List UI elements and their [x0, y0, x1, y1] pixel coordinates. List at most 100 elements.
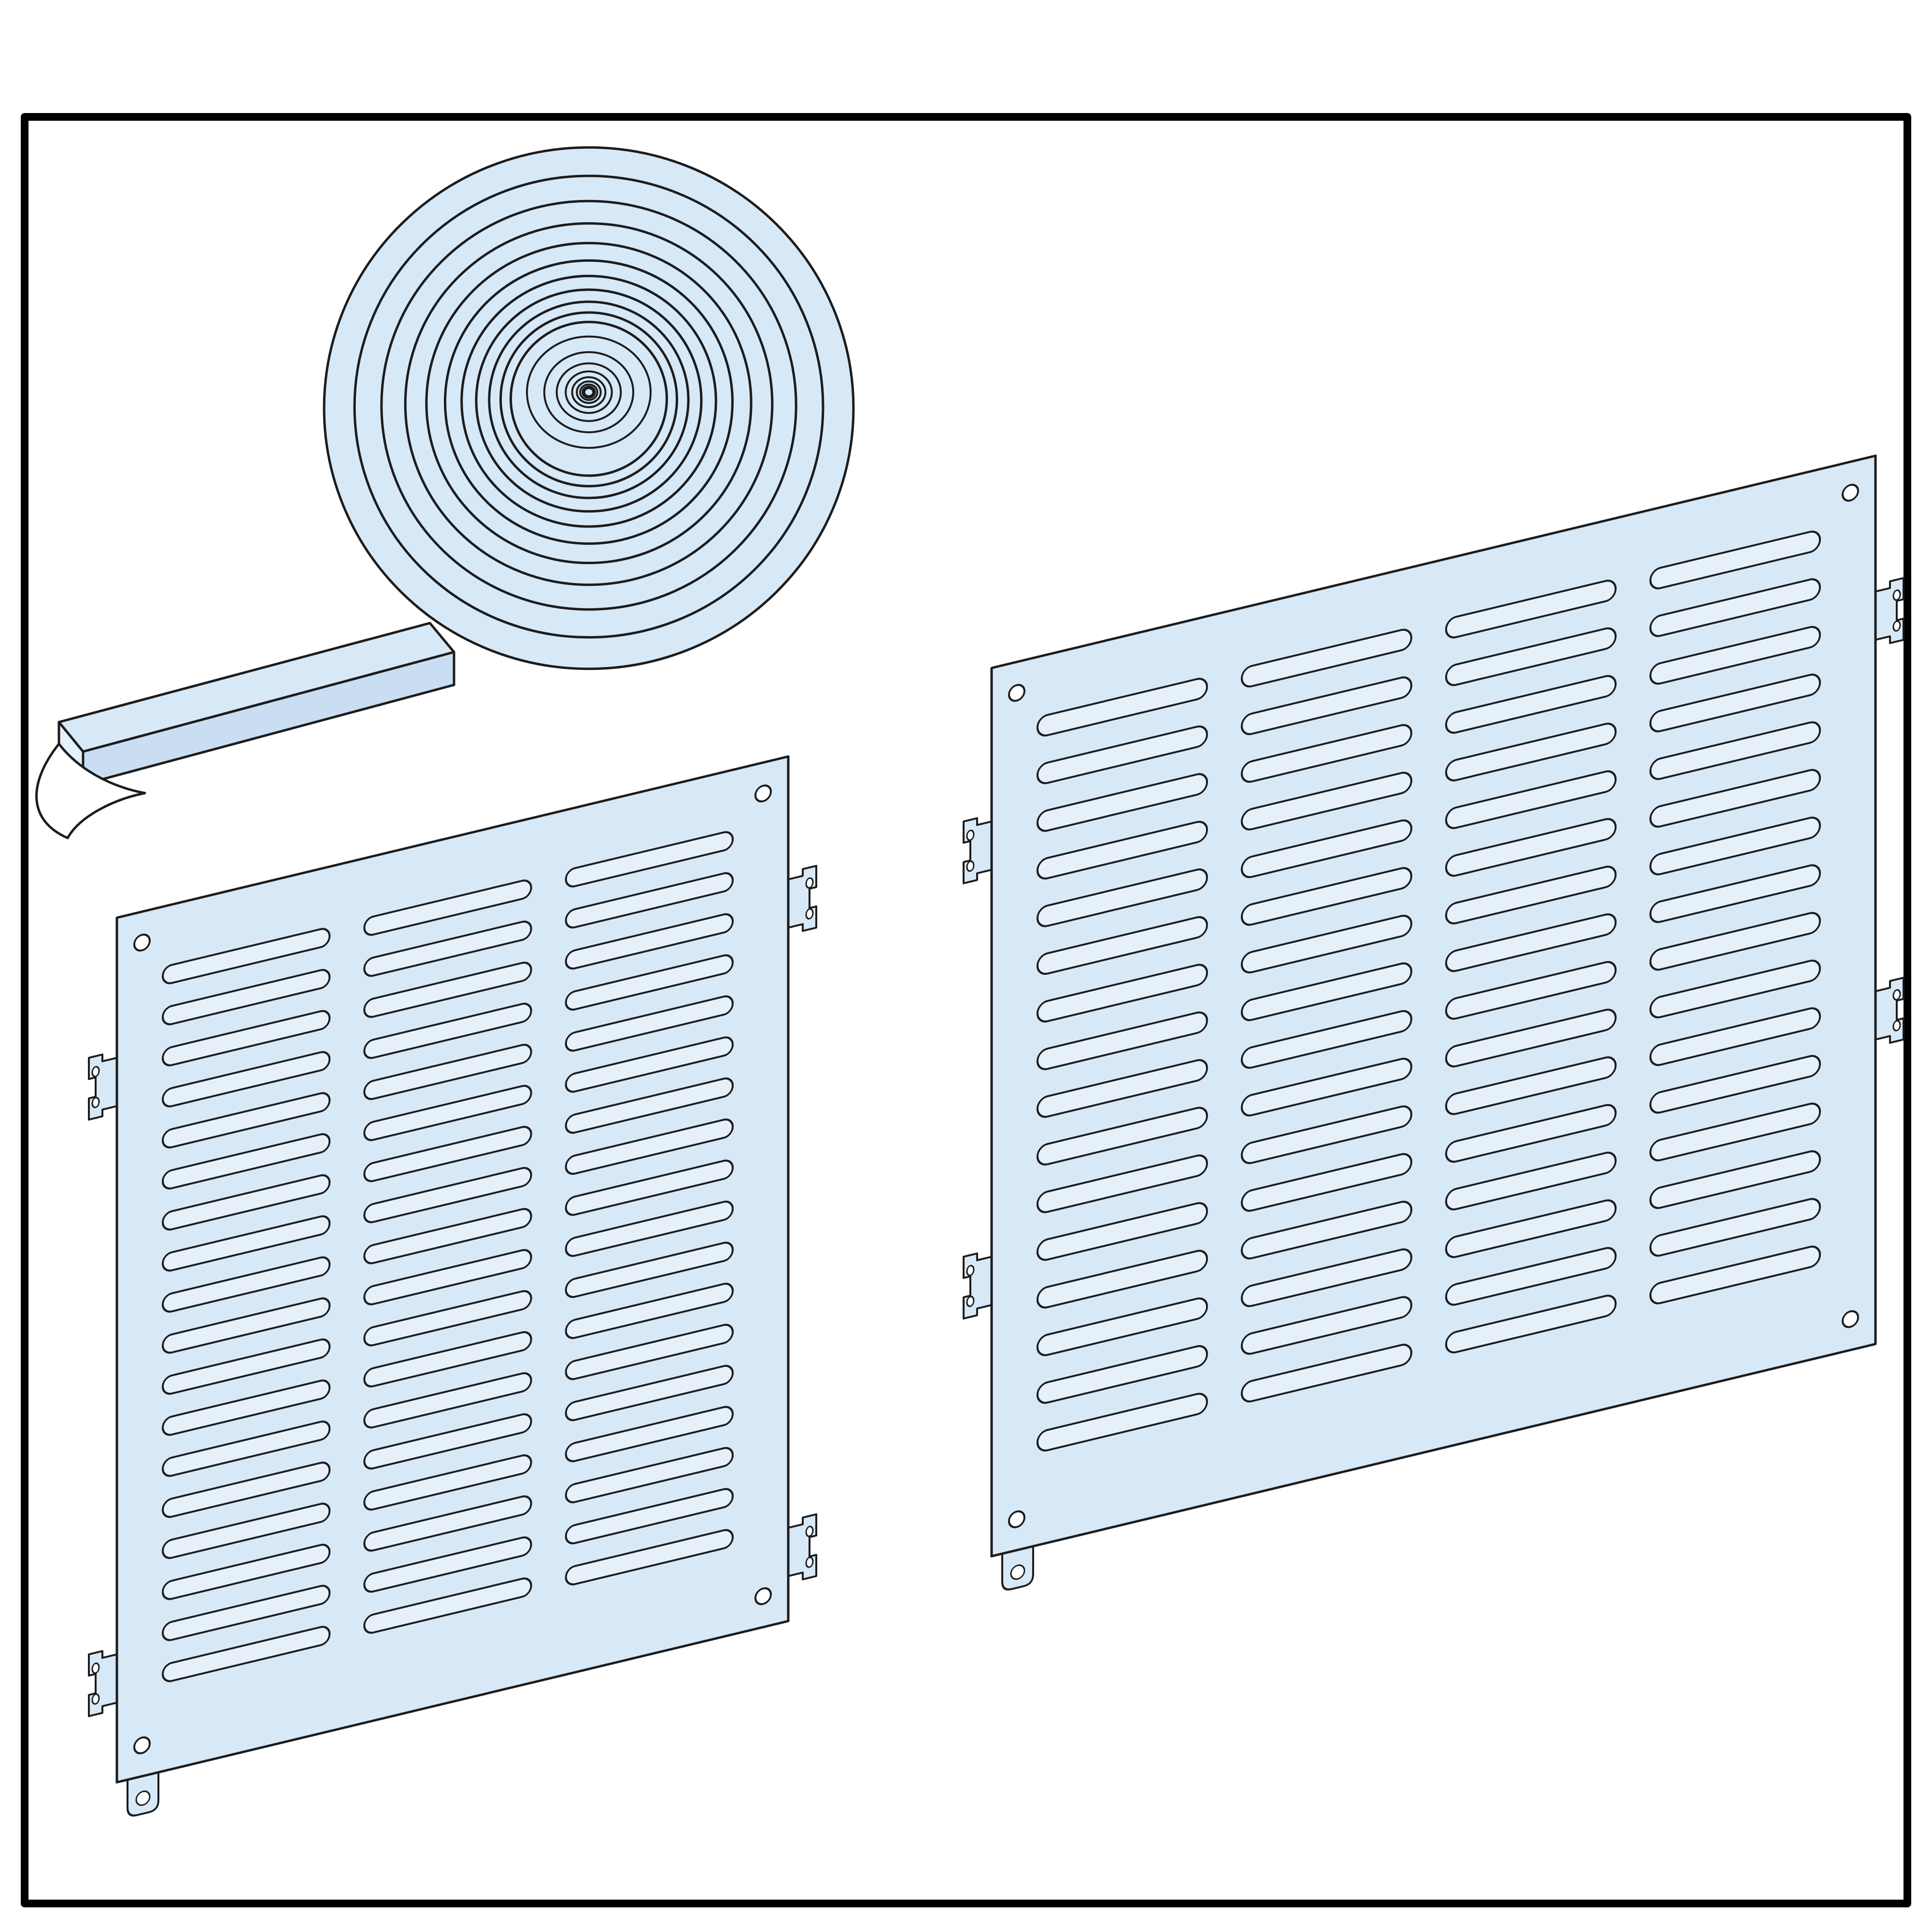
louver-slot	[565, 831, 734, 888]
roll-ring	[323, 146, 855, 670]
louver-slot	[1037, 1154, 1208, 1213]
louver-slot	[565, 1241, 734, 1298]
louver-slot	[1241, 1057, 1412, 1117]
louver-slot	[1241, 914, 1412, 974]
louver-slot	[363, 1372, 532, 1429]
strip-curled-tip	[35, 742, 146, 839]
louver-slot	[1037, 1297, 1208, 1356]
louver-slot	[1445, 770, 1617, 829]
louver-slot	[1241, 1296, 1412, 1355]
louver-slot	[1649, 578, 1821, 637]
roll-ring	[353, 174, 824, 639]
vented-plate-left	[88, 755, 817, 1817]
roll-core-ring	[526, 335, 652, 449]
louver-slot	[363, 1249, 532, 1306]
louver-slot	[162, 1010, 331, 1066]
louver-slot	[1241, 771, 1412, 831]
roll-ring	[460, 274, 717, 528]
mounting-tab-left	[88, 1650, 118, 1718]
louver-slot	[1037, 868, 1208, 927]
louver-slot	[565, 995, 734, 1052]
louver-slot	[1445, 580, 1617, 639]
louver-slot	[1649, 530, 1821, 590]
border-frame	[21, 113, 1911, 1907]
roll-core-ring	[555, 362, 622, 422]
louver-slot	[363, 1208, 532, 1264]
louver-slot	[1241, 1010, 1412, 1069]
louver-slot	[162, 1297, 331, 1354]
louver-slot	[565, 1159, 734, 1216]
corner-hole	[133, 1736, 151, 1755]
louver-slot	[1037, 821, 1208, 880]
louver-slot	[363, 1125, 532, 1182]
louver-slot	[1037, 916, 1208, 975]
louver-slot	[363, 1290, 532, 1347]
louver-slot	[363, 1084, 532, 1141]
roll-core-ring	[582, 385, 596, 399]
louver-slot	[162, 1462, 331, 1518]
louver-slot	[565, 1406, 734, 1463]
louver-slot	[162, 1051, 331, 1108]
roll-ring	[488, 300, 690, 499]
louver-slot	[1649, 1150, 1821, 1209]
louver-slot	[565, 1364, 734, 1421]
louver-slot	[363, 1413, 532, 1470]
louver-slot	[162, 1092, 331, 1149]
louver-slot	[1241, 1248, 1412, 1307]
louver-slot	[363, 1536, 532, 1593]
louver-slot	[162, 1174, 331, 1231]
corner-hole	[1008, 684, 1025, 702]
mounting-tab-left	[88, 1053, 118, 1121]
louver-slot	[1445, 675, 1617, 734]
louver-slot	[1037, 1202, 1208, 1261]
tab-hole	[1010, 1564, 1025, 1580]
corner-hole	[133, 934, 151, 952]
corner-hole	[754, 784, 772, 803]
louver-slot	[1241, 676, 1412, 735]
louver-slot	[363, 879, 532, 936]
louver-slot	[565, 872, 734, 929]
mounting-tab-right	[1875, 577, 1904, 644]
louver-slot	[1649, 673, 1821, 733]
louver-slot	[363, 1043, 532, 1100]
roll-core-ring	[571, 376, 607, 408]
louver-slot	[1649, 1055, 1821, 1114]
louver-slot	[1445, 913, 1617, 972]
louver-slot	[363, 920, 532, 977]
tab-hole	[91, 1662, 100, 1674]
roll-ring	[380, 199, 797, 611]
louver-slot	[1445, 1199, 1617, 1258]
louver-slot	[565, 913, 734, 970]
louver-slot	[565, 1118, 734, 1175]
tab-hole	[966, 860, 975, 872]
louver-slot	[565, 1323, 734, 1380]
roll-core-ring	[579, 383, 598, 401]
tab-hole	[135, 1790, 151, 1806]
mounting-tab-right	[1875, 977, 1904, 1044]
louver-slot	[1037, 964, 1208, 1023]
mounting-tab-left	[963, 817, 993, 884]
louver-slot	[565, 1447, 734, 1504]
louver-slot	[162, 1379, 331, 1436]
louver-slot	[1241, 867, 1412, 926]
louver-slot	[1037, 1345, 1208, 1404]
louver-slot	[1037, 725, 1208, 784]
louver-slot	[1649, 1245, 1821, 1305]
tab-hole	[91, 1065, 100, 1078]
roll-ring	[509, 321, 668, 477]
louver-slot	[1241, 962, 1412, 1022]
louver-slot	[1649, 959, 1821, 1019]
corner-hole	[1842, 483, 1859, 502]
louver-slot	[1241, 1344, 1412, 1403]
louver-slot	[1445, 1104, 1617, 1163]
louver-slot	[1037, 773, 1208, 832]
roll-core-ring	[576, 380, 602, 404]
louver-slot	[1445, 723, 1617, 781]
louver-slot	[162, 1544, 331, 1600]
tab-hole	[966, 1295, 975, 1307]
louver-slot	[1445, 1151, 1617, 1210]
tab-hole	[1892, 620, 1901, 632]
corner-hole	[754, 1587, 772, 1605]
louver-slot	[1649, 626, 1821, 685]
